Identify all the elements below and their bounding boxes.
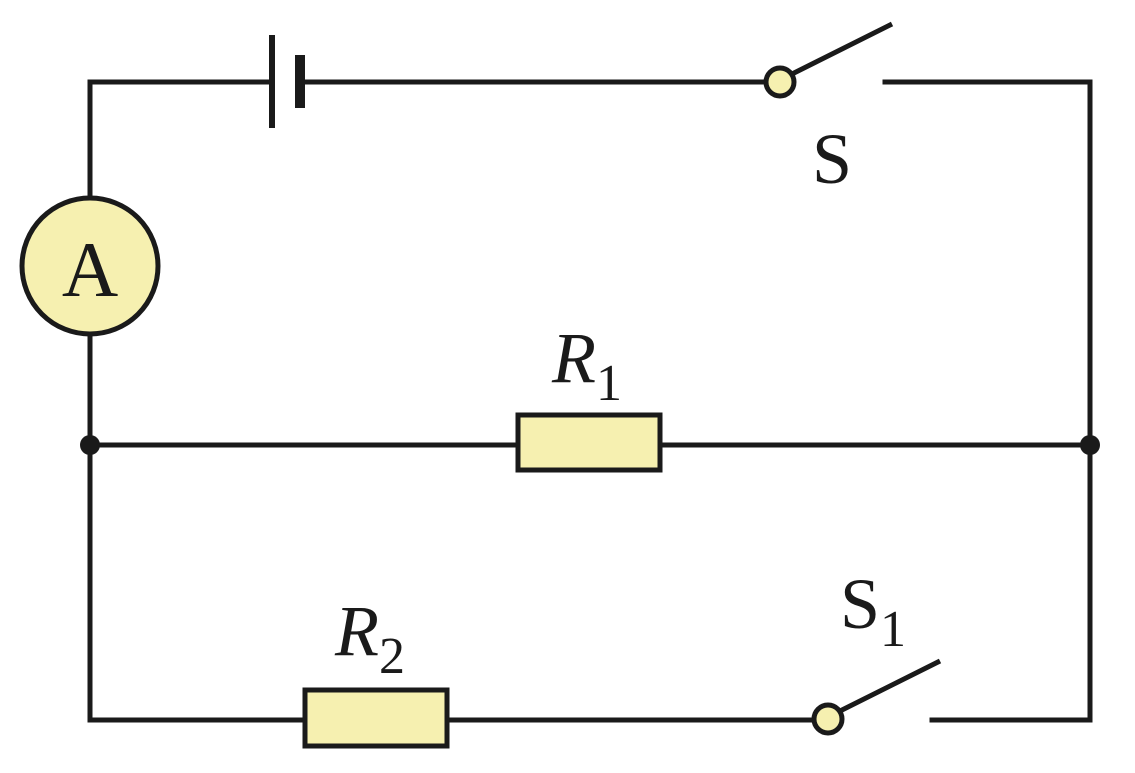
resistor-1-symbol: R	[551, 318, 596, 398]
switch-main-label: S	[812, 119, 852, 199]
battery-symbol	[269, 35, 305, 128]
resistor-1-subscript: 1	[596, 355, 622, 412]
resistor-2-symbol: R	[334, 591, 379, 671]
switch-branch-lever	[826, 658, 942, 720]
wire-top-right	[882, 79, 1093, 448]
switch-main-lever	[778, 21, 894, 83]
switch-branch-symbol: S	[840, 564, 880, 644]
resistor-2-subscript: 2	[379, 628, 405, 685]
wire-top-left	[87, 79, 275, 198]
switch-branch-label: S1	[840, 564, 906, 658]
ammeter-label: A	[62, 226, 118, 313]
middle-branch: R1	[80, 318, 1100, 473]
switch-main-pivot	[763, 65, 797, 99]
switch-branch-pivot	[811, 702, 845, 736]
ammeter: A	[19, 195, 161, 337]
resistor-2	[302, 687, 450, 749]
resistor-1	[515, 412, 663, 473]
switch-main	[763, 21, 894, 99]
top-branch: S	[87, 21, 1093, 448]
resistor-1-label: R1	[551, 318, 622, 412]
left-branch: A	[19, 195, 161, 723]
junction-left	[80, 435, 100, 455]
wire-bottom-right	[929, 442, 1093, 723]
bottom-branch: R2 S1	[87, 442, 1093, 749]
resistor-2-label: R2	[334, 591, 405, 685]
switch-branch-subscript: 1	[880, 601, 906, 658]
ammeter-body	[19, 195, 161, 337]
switch-branch	[811, 658, 942, 736]
